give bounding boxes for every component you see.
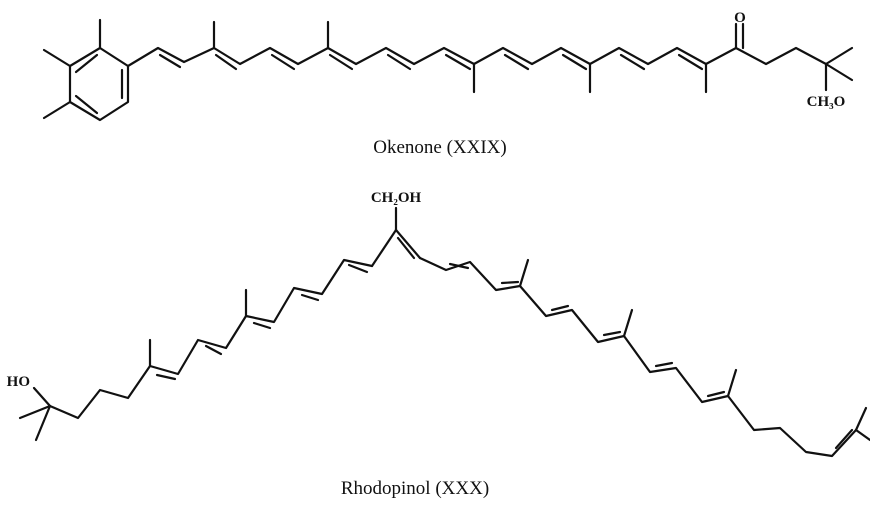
rhodopinol-hydroxyl-label: HO <box>7 374 30 390</box>
rhodopinol-central-apex <box>370 206 422 268</box>
okenone-polyene-chain <box>126 20 738 94</box>
rhodopinol-hydroxymethyl-label: CH₂OH <box>371 190 422 206</box>
rhodopinol-hydroxy-terminus <box>18 386 52 442</box>
okenone-methoxy-label: CH₃O <box>807 94 846 110</box>
okenone-ketone-tail <box>734 22 854 92</box>
rhodopinol-left-chain <box>48 258 374 420</box>
rhodopinol-structure: HO CH₂OH <box>7 190 870 499</box>
okenone-structure: O CH₃O Okenone (XXIX) <box>42 10 854 158</box>
okenone-aromatic-ring <box>42 18 130 122</box>
rhodopinol-caption: Rhodopinol (XXX) <box>341 478 489 499</box>
okenone-caption: Okenone (XXIX) <box>373 137 506 158</box>
rhodopinol-right-chain <box>418 256 870 458</box>
okenone-ketone-oxygen-label: O <box>734 10 746 26</box>
